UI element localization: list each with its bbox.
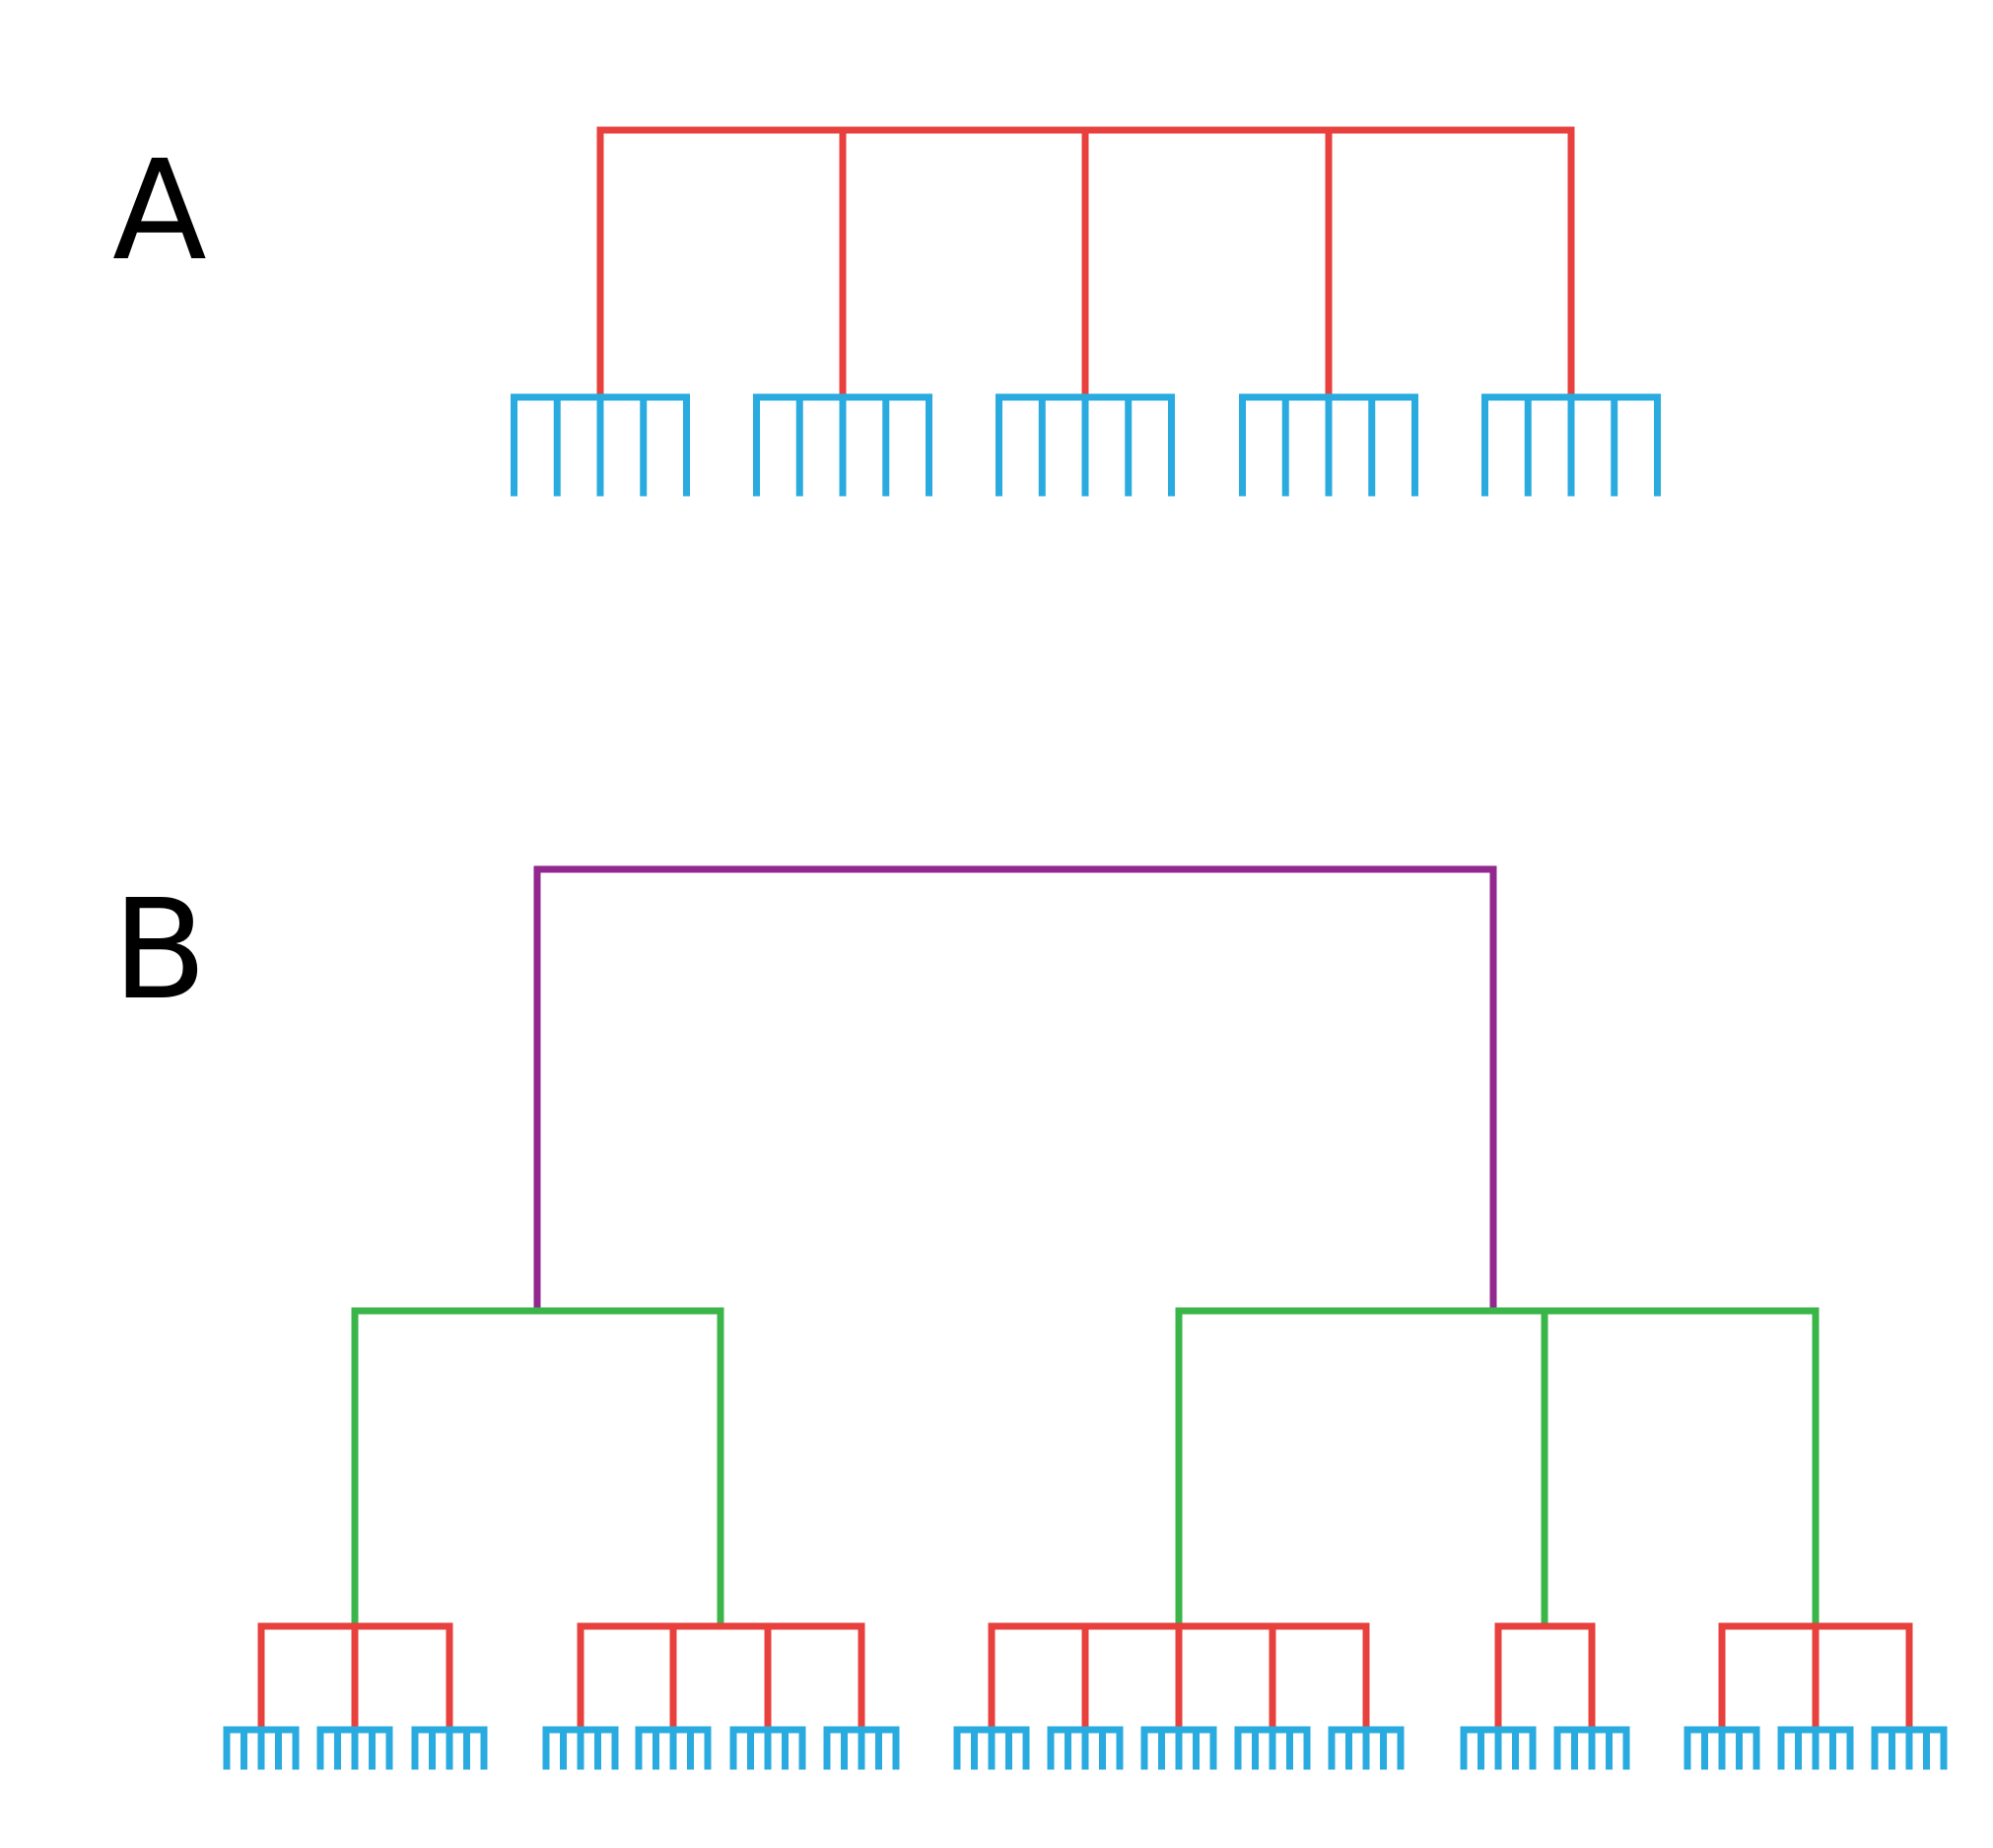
- panel-a-label: A: [112, 131, 207, 292]
- tree-panel-b: [223, 865, 1948, 1770]
- panel-b-label: B: [112, 870, 208, 1031]
- tree-panel-a: [511, 126, 1661, 497]
